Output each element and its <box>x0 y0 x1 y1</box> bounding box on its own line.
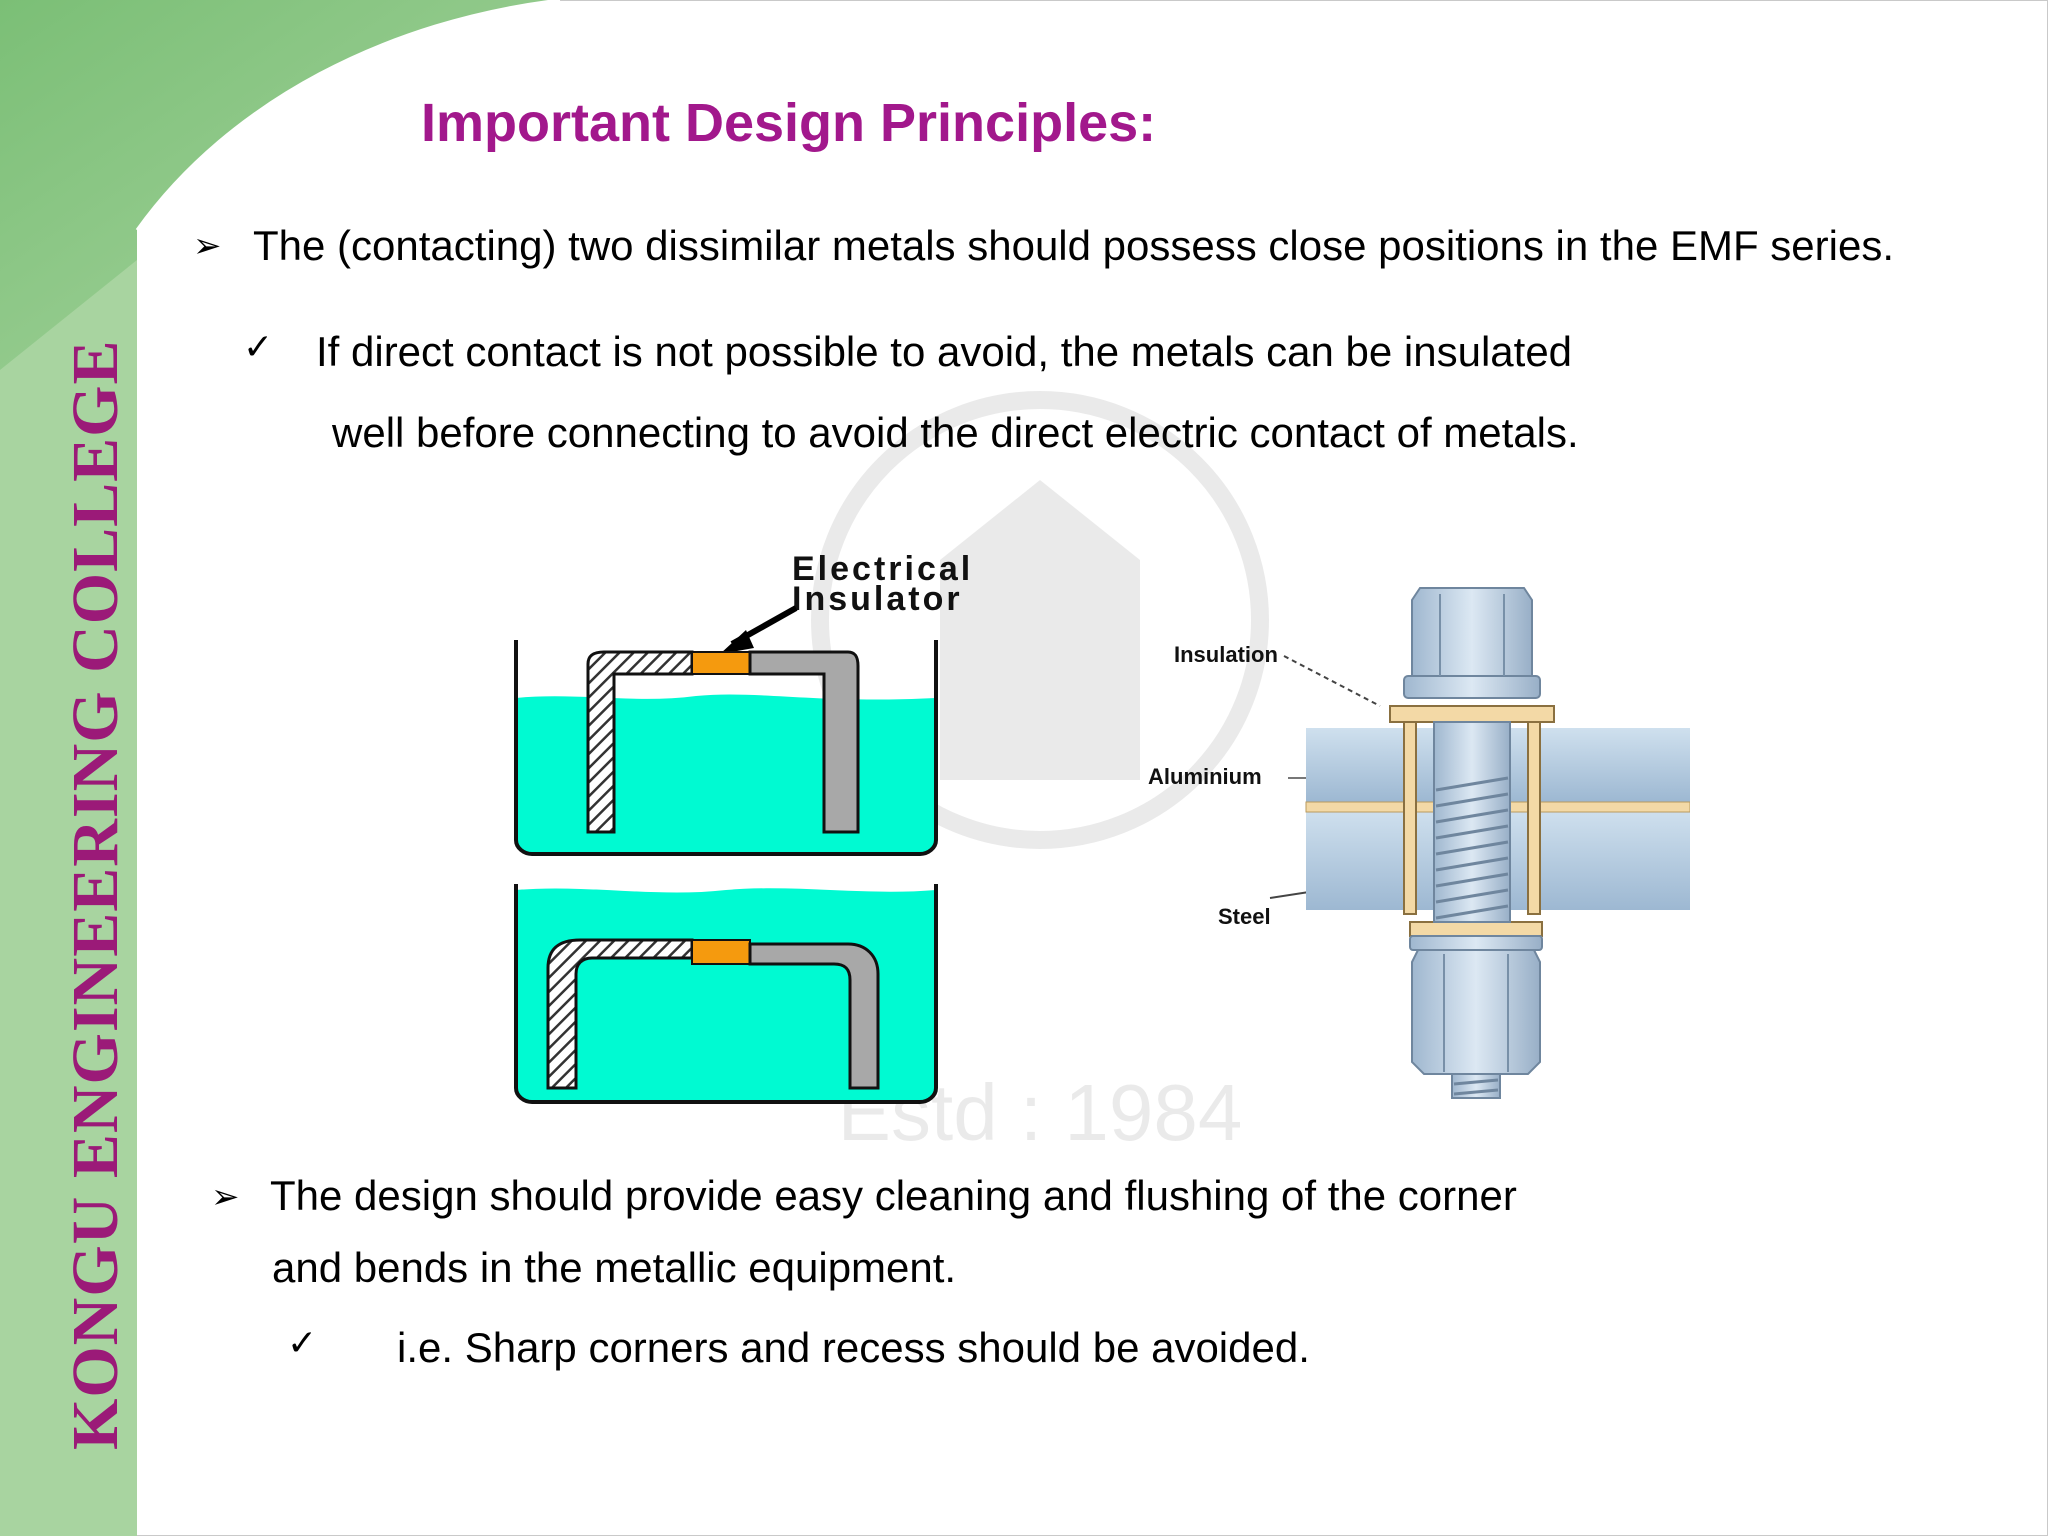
arrow-bullet-icon: ➢ <box>211 1178 240 1216</box>
bolt-insulation-figure: Insulation Aluminium Steel <box>1148 587 1690 1099</box>
bullet-2-line-1: The design should provide easy cleaning … <box>270 1172 1517 1219</box>
corner-swoosh <box>0 0 561 370</box>
arrow-bullet-icon: ➢ <box>193 227 222 265</box>
aluminium-label: Aluminium <box>1148 764 1262 789</box>
sub-bullet-2-text: i.e. Sharp corners and recess should be … <box>397 1324 1310 1371</box>
insulator-label-line-2: Insulator <box>792 580 963 618</box>
insulation-label: Insulation <box>1174 642 1278 667</box>
sub-bullet-1-line-2: well before connecting to avoid the dire… <box>332 409 1579 456</box>
bullet-1-text: The (contacting) two dissimilar metals s… <box>253 222 1894 269</box>
sub-bullet-1-line-1: If direct contact is not possible to avo… <box>316 328 1573 375</box>
checkmark-icon: ✓ <box>287 1323 318 1364</box>
insulator-beaker-figure: Electrical Insulator <box>514 550 973 1104</box>
college-name: KONGU ENGINEERING COLLEGE <box>59 339 132 1450</box>
slide-title: Important Design Principles: <box>421 93 1157 153</box>
bullet-2-line-2: and bends in the metallic equipment. <box>272 1244 957 1291</box>
checkmark-icon: ✓ <box>243 327 274 368</box>
steel-label: Steel <box>1218 904 1271 929</box>
insulator-label-line-1: Electrical <box>792 550 973 588</box>
